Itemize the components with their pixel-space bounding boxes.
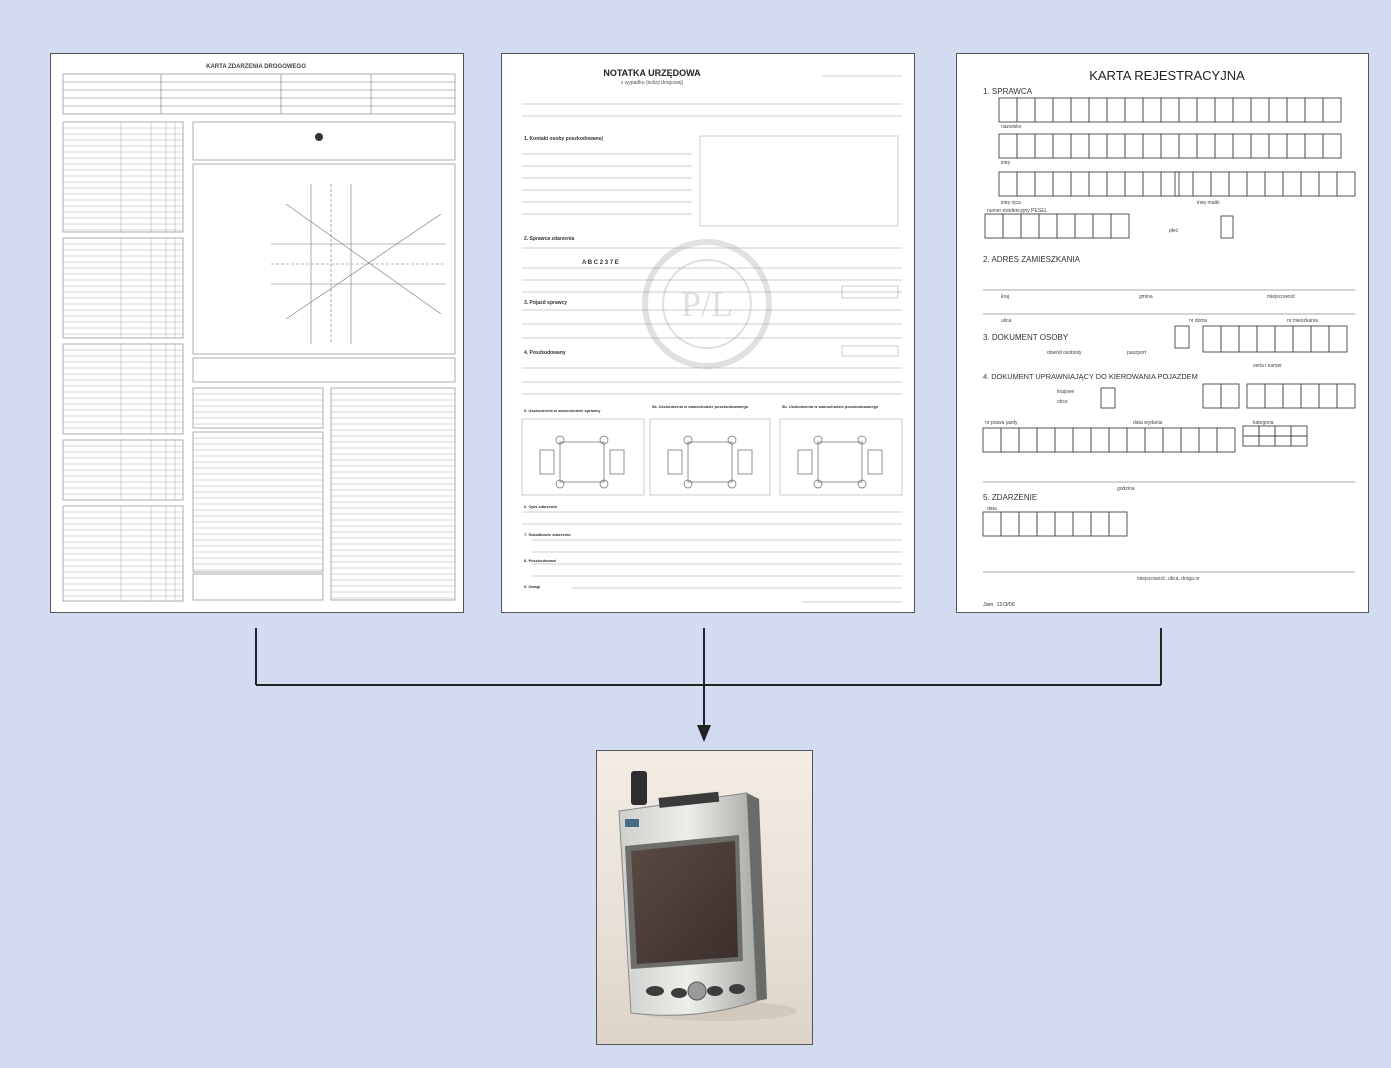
police-seal-watermark: P/L <box>645 242 769 366</box>
car-diagram-poszkodowany-a <box>668 436 752 488</box>
registration-title: KARTA REJESTRACYJNA <box>1089 68 1245 83</box>
label-ulica: ulica <box>1001 318 1012 324</box>
note-section-6: 6. Opis zdarzenia <box>524 504 557 509</box>
note-subtitle: z wypadku (kolizji drogowej) <box>621 80 684 86</box>
note-section-2: 2. Sprawca zdarzenia <box>524 236 575 242</box>
pda-illustration <box>597 751 813 1045</box>
reg-section-zdarzenie: 5. ZDARZENIE <box>983 493 1037 502</box>
note-section-5b: 5b. Uszkodzenia w samochodzie poszkodowa… <box>782 404 879 409</box>
label-dowod: dowód osobisty <box>1047 350 1082 356</box>
note-section-8: 8. Poszkodowani <box>524 558 556 563</box>
label-imie: imię <box>1001 160 1010 166</box>
note-section-7: 7. Świadkowie zdarzenia <box>524 532 571 537</box>
label-paszport: paszport <box>1127 350 1147 356</box>
pda-device-photo <box>596 750 813 1045</box>
note-section-3: 3. Pojazd sprawcy <box>524 300 567 306</box>
label-godzina: godzina <box>1117 486 1135 492</box>
label-seria-numer: seria i numer <box>1253 363 1282 369</box>
note-plate: A B C 2 3 7 E <box>582 260 619 266</box>
note-section-1: 1. Kontakt osoby poszkodowanej <box>524 136 604 142</box>
label-plec: płeć <box>1169 228 1179 234</box>
pda-antenna <box>631 771 647 805</box>
accident-card-form: KARTA ZDARZENIA DROGOWEGO <box>51 54 464 613</box>
note-title: NOTATKA URZĘDOWA <box>603 68 701 78</box>
reg-section-uprawnienia: 4. DOKUMENT UPRAWNIAJĄCY DO KIEROWANIA P… <box>983 372 1198 381</box>
label-data: data <box>987 506 997 512</box>
document-registration-card: KARTA REJESTRACYJNA 1. SPRAWCA nazwisko … <box>956 53 1369 613</box>
label-kategoria: kategoria <box>1253 420 1274 426</box>
label-imie-ojca: imię ojca <box>1001 200 1021 206</box>
label-nazwisko: nazwisko <box>1001 124 1022 130</box>
document-accident-card: KARTA ZDARZENIA DROGOWEGO <box>50 53 464 613</box>
label-pesel: numer ewidencyjny PESEL <box>987 208 1048 214</box>
accident-card-title: KARTA ZDARZENIA DROGOWEGO <box>206 64 306 70</box>
label-data-wydania: data wydania <box>1133 420 1163 426</box>
label-gmina: gmina <box>1139 294 1153 300</box>
reg-section-adres: 2. ADRES ZAMIESZKANIA <box>983 255 1081 264</box>
registration-footer: Jam. 12/3/06 <box>983 602 1015 608</box>
reg-section-dokument: 3. DOKUMENT OSOBY <box>983 333 1069 342</box>
label-nr-mieszkania: nr mieszkania <box>1287 318 1318 324</box>
label-obce: obce <box>1057 399 1068 405</box>
car-diagram-sprawca <box>540 436 624 488</box>
registration-card-form: KARTA REJESTRACYJNA 1. SPRAWCA nazwisko … <box>957 54 1369 613</box>
note-section-9: 9. Uwagi <box>524 584 540 589</box>
document-official-note: NOTATKA URZĘDOWA z wypadku (kolizji drog… <box>501 53 915 613</box>
compass-icon <box>315 133 323 141</box>
note-section-5a: 5a. Uszkodzenia w samochodzie poszkodowa… <box>652 404 749 409</box>
label-imie-matki: imię matki <box>1197 200 1220 206</box>
pda-screen <box>631 841 738 964</box>
note-section-5: 5. Uszkodzenia w samochodzie sprawcy <box>524 408 601 413</box>
svg-text:P/L: P/L <box>681 284 733 324</box>
label-nr-prawa-jazdy: nr prawa jazdy <box>985 420 1018 426</box>
label-miejscowosc: miejscowość <box>1267 294 1296 300</box>
note-section-4: 4. Poszkodowany <box>524 350 566 356</box>
official-note-form: NOTATKA URZĘDOWA z wypadku (kolizji drog… <box>502 54 915 613</box>
car-diagram-poszkodowany-b <box>798 436 882 488</box>
arrow-head <box>697 725 711 742</box>
reg-section-sprawca: 1. SPRAWCA <box>983 87 1033 96</box>
label-kraj: kraj <box>1001 294 1009 300</box>
label-miejscowosc-ulica: miejscowość, ulica, droga nr <box>1137 576 1200 582</box>
label-nr-domu: nr domu <box>1189 318 1208 324</box>
label-krajowe: krajowe <box>1057 389 1074 395</box>
